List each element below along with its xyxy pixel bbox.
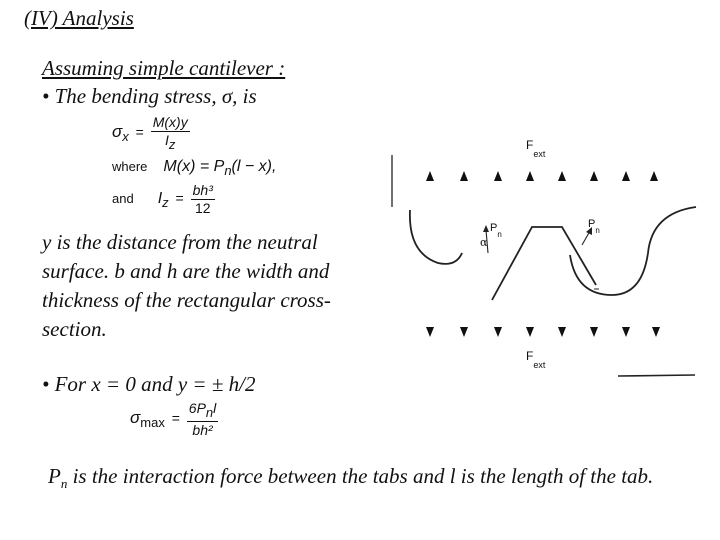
arrow-down-7 xyxy=(622,327,630,337)
alpha-label: α xyxy=(480,236,488,249)
eq3-lhs-sub: z xyxy=(162,195,169,211)
eq1-denominator: Iz xyxy=(151,132,190,153)
arrow-up-3 xyxy=(494,171,502,181)
note-p-sub: n xyxy=(60,476,68,492)
arrow-up-2 xyxy=(460,171,468,181)
eq4-lhs-sub: max xyxy=(140,415,165,431)
note-p: P xyxy=(48,464,61,488)
slide-title: (IV) Analysis xyxy=(24,6,134,30)
fext-bottom-label: Fext xyxy=(526,349,546,370)
eq3-denominator: 12 xyxy=(194,200,211,216)
bullet-bending-stress: • The bending stress, σ, is xyxy=(42,84,257,108)
eq2-label: where xyxy=(112,159,148,174)
fext-top-label: Fext xyxy=(526,138,546,159)
eq3-equals: = xyxy=(175,190,184,207)
eq3-lhs-var: I xyxy=(157,190,163,208)
eq4-fraction: 6Pnl bh² xyxy=(186,400,219,439)
eq3-numerator: bh³ xyxy=(190,182,215,200)
equation-inertia: and Iz = bh³ 12 xyxy=(112,182,215,217)
pn-left-label: Pn xyxy=(490,222,502,239)
eq1-numerator: M(x)y xyxy=(150,114,190,132)
arrow-up-5 xyxy=(558,171,566,181)
right-tab-profile xyxy=(569,206,697,296)
eq1-lhs-sub: x xyxy=(122,129,129,145)
pn-left-arrow-shaft xyxy=(485,229,489,254)
eq3-label: and xyxy=(112,191,134,207)
paragraph-definitions: y is the distance from the neutral surfa… xyxy=(42,230,331,341)
eq4-num-sub: n xyxy=(205,405,214,420)
eq1-den-var: I xyxy=(165,132,169,148)
assumption-heading: Assuming simple cantilever : xyxy=(42,56,286,80)
eq4-numerator: 6Pnl xyxy=(186,400,219,422)
arrow-up-1 xyxy=(426,171,434,181)
note-interaction-force: Pn is the interaction force between the … xyxy=(48,462,708,498)
arrow-up-6 xyxy=(590,171,598,181)
eq1-den-sub: z xyxy=(168,137,176,152)
arrow-up-7 xyxy=(622,171,630,181)
eq4-lhs: σ xyxy=(130,408,141,428)
top-force-arrows xyxy=(426,171,658,181)
center-tab-profile xyxy=(491,226,597,301)
note-rest: is the interaction force between the tab… xyxy=(67,464,654,488)
left-tab-profile xyxy=(409,209,463,265)
pn-right-arrow-head xyxy=(586,227,592,235)
equation-bending-stress: σx = M(x)y Iz xyxy=(112,114,190,153)
arrow-down-8 xyxy=(652,327,660,337)
equation-moment: where M(x) = Pn(l − x), xyxy=(112,158,276,178)
arrow-up-8 xyxy=(650,171,658,181)
pn-right-label: Pn xyxy=(588,218,600,235)
eq1-fraction: M(x)y Iz xyxy=(150,114,190,153)
bottom-force-arrows xyxy=(426,327,660,337)
arrow-down-3 xyxy=(494,327,502,337)
eq3-fraction: bh³ 12 xyxy=(190,182,215,217)
arrow-down-5 xyxy=(558,327,566,337)
eq4-denominator: bh² xyxy=(192,422,213,438)
tab-interlock-diagram: Fext Fext Pn Pn α xyxy=(391,138,697,377)
eq2-p-sub: n xyxy=(224,163,232,178)
bullet-max-condition: • For x = 0 and y = ± h/2 xyxy=(42,372,256,396)
arrow-up-4 xyxy=(526,171,534,181)
eq4-num-tail: l xyxy=(213,400,217,416)
eq4-equals: = xyxy=(171,410,180,427)
pn-left-arrow-head xyxy=(483,225,489,232)
eq1-equals: = xyxy=(135,124,144,141)
arrow-down-4 xyxy=(526,327,534,337)
eq2-lhs: M(x) = P xyxy=(163,158,225,175)
eq2-rhs: (l − x), xyxy=(231,158,277,175)
arrow-down-6 xyxy=(590,327,598,337)
equation-max-stress: σmax = 6Pnl bh² xyxy=(130,400,219,439)
arrow-down-1 xyxy=(426,327,434,337)
eq1-lhs: σ xyxy=(112,122,123,142)
arrow-down-2 xyxy=(460,327,468,337)
diagram-baseline xyxy=(617,374,696,377)
eq4-num-main: 6P xyxy=(188,400,206,416)
